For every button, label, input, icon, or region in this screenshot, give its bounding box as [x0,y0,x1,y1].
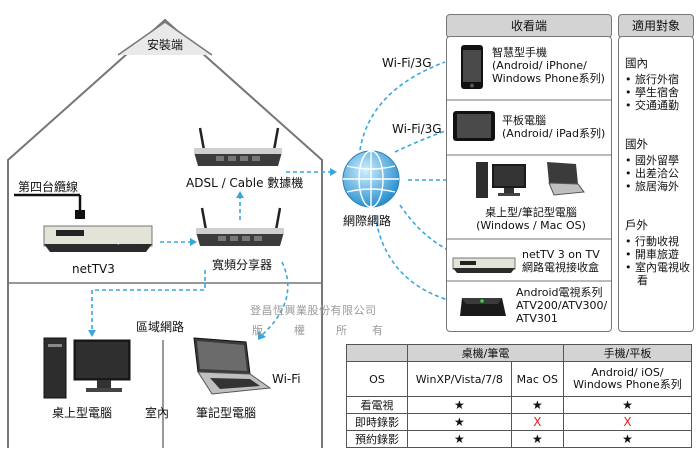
roof-label: 安裝端 [146,38,183,52]
usage-item: 行動收視 [625,235,691,248]
laptop-small-icon [547,162,585,196]
desktop-label: 桌上型電腦 [52,406,113,420]
table-os-mac: Mac OS [510,361,564,397]
watermark-char-1: 版 [252,324,264,337]
viewing-panel [446,36,612,332]
indoor-label: 室內 [145,406,170,420]
cross-mark: X [510,413,564,431]
usage-item: 室內電視收看 [625,261,691,287]
router-icon [196,207,284,246]
internet-label: 網際網路 [343,214,392,228]
nettv-brand: Jowinnet [118,240,140,246]
compatibility-table: 桌機/筆電 手機/平板 OS WinXP/Vista/7/8 Mac OS An… [346,344,693,448]
desktop-computer-icon [43,337,131,399]
usage-header: 適用對象 [618,14,694,38]
viewing-item-computer: 桌上型/筆記型電腦 (Windows / Mac OS) [476,206,586,232]
watermark-char-3: 所 [336,324,348,337]
android-tv-box-icon [460,298,506,316]
star-mark: ★ [562,430,693,448]
router-label: 寬頻分享器 [212,258,273,272]
table-corner [346,344,408,362]
modem-label: ADSL / Cable 數據機 [186,176,304,190]
viewing-header: 收看端 [446,14,612,38]
usage-item: 學生宿舍 [625,86,691,99]
table-row: 即時錄影 ★ X X [346,413,693,431]
usage-item: 國外留學 [625,154,691,167]
cable-label: 第四台纜線 [18,180,79,194]
table-row: 預約錄影 ★ ★ ★ [346,430,693,448]
watermark-company: 登昌恆興業股份有限公司 [250,304,377,317]
star-mark: ★ [407,396,512,414]
usage-item: 開車旅遊 [625,248,691,261]
wifi-label: Wi-Fi [272,372,301,386]
star-mark: ★ [510,396,564,414]
viewing-dividers [447,99,611,282]
viewing-item-smartphone: 智慧型手機 (Android/ iPhone/ Windows Phone系列) [492,46,605,85]
globe-icon [342,150,400,208]
star-mark: ★ [510,430,564,448]
usage-group-title: 國外 [625,137,648,151]
viewing-item-android-tv: Android電視系列 ATV200/ATV300/ ATV301 [516,286,608,325]
table-group-desktop: 桌機/筆電 [407,344,564,362]
nettv-label: netTV3 [72,262,115,276]
desktop-small-icon [476,162,526,198]
table-os-win: WinXP/Vista/7/8 [407,361,512,397]
usage-group-title: 戶外 [625,218,648,232]
star-mark: ★ [407,413,512,431]
viewing-item-nettv: netTV 3 on TV 網路電視接收盒 [522,248,600,274]
wifi-3g-label-mid: Wi-Fi/3G [392,122,442,136]
star-mark: ★ [407,430,512,448]
smartphone-icon [461,45,483,89]
usage-item: 旅居海外 [625,180,691,193]
modem-icon [194,127,282,166]
usage-item: 出差洽公 [625,167,691,180]
watermark-char-4: 有 [372,324,384,337]
tablet-icon [453,111,495,141]
cross-mark: X [562,413,693,431]
table-group-mobile: 手機/平板 [562,344,693,362]
usage-item: 交通通勤 [625,99,691,112]
nettv-small-icon [452,257,516,273]
usage-group-title: 國內 [625,56,648,70]
usage-item: 旅行外宿 [625,73,691,86]
lan-label: 區域網路 [136,320,185,334]
wifi-3g-label-top: Wi-Fi/3G [382,56,432,70]
star-mark: ★ [562,396,693,414]
laptop-icon [193,337,272,395]
usage-panel: 國內 旅行外宿 學生宿舍 交通通勤 國外 國外留學 出差洽公 旅居海外 戶外 行… [618,36,694,332]
watermark-char-2: 權 [294,324,306,337]
table-row: 看電視 ★ ★ ★ [346,396,693,414]
table-os-label: OS [346,361,408,397]
nettv-box-icon [43,225,153,252]
viewing-item-tablet: 平板電腦 (Android/ iPad系列) [502,114,606,140]
table-os-mobile: Android/ iOS/ Windows Phone系列 [562,361,693,397]
laptop-label: 筆記型電腦 [196,406,257,420]
